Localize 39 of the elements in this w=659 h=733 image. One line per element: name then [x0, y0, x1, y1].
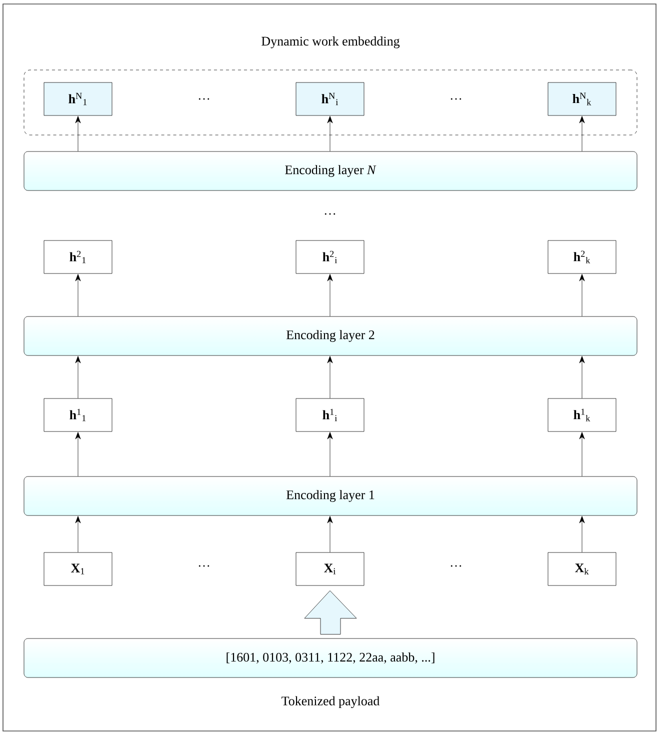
- arrow: [75, 516, 81, 552]
- arrow: [75, 116, 81, 152]
- arrow: [327, 116, 333, 152]
- vector-box: X$_{k}$: [548, 552, 616, 586]
- arrow: [327, 432, 333, 476]
- arrow: [75, 356, 81, 398]
- vector-box: h$^{1}$1: [44, 398, 112, 432]
- node-label: Dynamic work embedding: [262, 36, 400, 48]
- arrow: [579, 116, 585, 152]
- arrow: [75, 274, 81, 316]
- arrow: [579, 432, 585, 476]
- ellipsis: …: [324, 213, 336, 215]
- arrow: [579, 516, 585, 552]
- layer-box: [1601, 0103, 0311, 1122, 22aa, aabb, ...]: [24, 638, 638, 678]
- arrow: [327, 356, 333, 398]
- vector-box: h$^{N}$k: [548, 82, 616, 116]
- vector-box: X$_{i}$: [296, 552, 364, 586]
- vector-box: X$_{1}$: [44, 552, 112, 586]
- vector-box: h$^{2}$1: [44, 240, 112, 274]
- ellipsis: …: [450, 565, 462, 567]
- arrow: [327, 274, 333, 316]
- layer-box: Encoding layer N: [24, 151, 638, 191]
- vector-box: h$^{2}$k: [548, 240, 616, 274]
- layer-box: Encoding layer 2: [24, 316, 638, 356]
- arrow: [327, 516, 333, 552]
- vector-box: h$^{1}$k: [548, 398, 616, 432]
- arrow: [579, 356, 585, 398]
- node-label: Tokenized payload: [282, 696, 380, 708]
- block-arrow: [304, 590, 357, 634]
- arrow: [75, 432, 81, 476]
- vector-box: h$^{N}$1: [44, 82, 112, 116]
- vector-box: h$^{N}$i: [296, 82, 364, 116]
- ellipsis: …: [198, 98, 210, 100]
- ellipsis: …: [450, 98, 462, 100]
- vector-box: h$^{1}$i: [296, 398, 364, 432]
- vector-box: h$^{2}$i: [296, 240, 364, 274]
- layer-box: Encoding layer 1: [24, 476, 638, 516]
- arrow: [579, 274, 585, 316]
- ellipsis: …: [198, 565, 210, 567]
